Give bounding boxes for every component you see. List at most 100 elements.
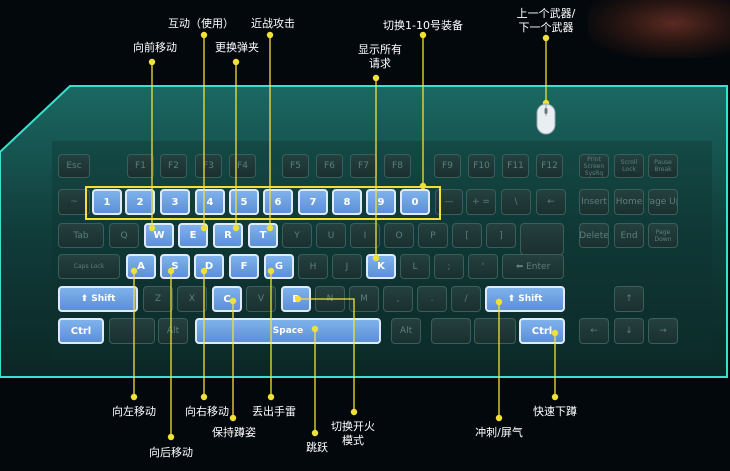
key-f1-0-1: F1 [127, 154, 154, 178]
key-p-2-10: P [418, 223, 448, 248]
key-f3-0-3: F3 [195, 154, 222, 178]
key-6-1-6: 6 [263, 189, 293, 215]
key-f11-0-11: F11 [502, 154, 529, 178]
key-5-1-5: 5 [229, 189, 259, 215]
key-f7-0-7: F7 [350, 154, 377, 178]
key-h-3-6: H [298, 254, 328, 279]
key-home-1-16: Home [614, 189, 644, 215]
key-f10-0-10: F10 [468, 154, 495, 178]
key-f5-0-5: F5 [282, 154, 309, 178]
label-grenade: 丢出手雷 [252, 405, 296, 418]
key-blank-1 [431, 318, 471, 344]
key-2-1-2: 2 [125, 189, 155, 215]
key-blank-0 [109, 318, 155, 344]
label-forward: 向前移动 [133, 41, 177, 54]
key-alt-5-3: Alt [391, 318, 421, 344]
key-insert-1-15: Insert [579, 189, 609, 215]
key-q-2-1: Q [109, 223, 139, 248]
key-o-2-9: O [384, 223, 414, 248]
key-page-up-1-17: Page Up [648, 189, 678, 215]
key--5-7: → [648, 318, 678, 344]
key-shift-4-0: ⬆ Shift [58, 286, 138, 312]
label-show-requests: 显示所有 请求 [358, 43, 402, 70]
key-alt-5-1: Alt [158, 318, 188, 344]
key--4-8: , [383, 286, 413, 312]
key-l-3-9: L [400, 254, 430, 279]
key-ctrl-5-4: Ctrl [519, 318, 565, 344]
key-space-5-2: Space [195, 318, 381, 344]
key-r-2-4: R [213, 223, 243, 248]
key--4-10: / [451, 286, 481, 312]
key-tab-2-0: Tab [58, 223, 104, 248]
key-caps-lock-3-0: Caps Lock [58, 254, 120, 279]
label-backward: 向后移动 [149, 446, 193, 459]
key-3-1-3: 3 [160, 189, 190, 215]
key--1-0: ~ [58, 189, 90, 215]
key--1-12: + = [466, 189, 496, 215]
key--5-5: ← [579, 318, 609, 344]
label-left: 向左移动 [112, 405, 156, 418]
mouse-icon [536, 103, 556, 135]
key-8-1-8: 8 [332, 189, 362, 215]
key-c-4-3: C [212, 286, 242, 312]
label-prev-next-weapon: 上一个武器/ 下一个武器 [516, 7, 576, 34]
label-melee: 近战攻击 [251, 17, 295, 30]
number-keys-highlight-box [85, 186, 441, 220]
key--4-9: . [417, 286, 447, 312]
key--1-14: ← [536, 189, 566, 215]
label-sprint: 冲刺/屏气 [475, 426, 523, 439]
key-f4-0-4: F4 [229, 154, 256, 178]
key-u-2-7: U [316, 223, 346, 248]
label-switch-gear: 切换1-10号装备 [383, 19, 463, 32]
key-scroll-lock-0-14: Scroll Lock [614, 154, 644, 178]
label-reload: 更换弹夹 [215, 41, 259, 54]
key-end-2-14: End [614, 223, 644, 248]
key-a-3-1: A [126, 254, 156, 279]
label-crouch-hold: 保持蹲姿 [212, 426, 256, 439]
key-f2-0-2: F2 [160, 154, 187, 178]
key-f8-0-8: F8 [384, 154, 411, 178]
key-g-3-5: G [264, 254, 294, 279]
label-right: 向右移动 [185, 405, 229, 418]
key--5-6: ↓ [614, 318, 644, 344]
key-e-2-3: E [178, 223, 208, 248]
label-fire-mode: 切换开火 模式 [331, 420, 375, 447]
key-z-4-1: Z [143, 286, 173, 312]
key-n-4-6: N [315, 286, 345, 312]
key-i-2-8: I [350, 223, 380, 248]
key-print-screen-sysrq-0-13: Print Screen SysRq [579, 154, 609, 178]
label-interact: 互动（使用） [168, 17, 234, 30]
key-k-3-8: K [366, 254, 396, 279]
key-9-1-9: 9 [366, 189, 396, 215]
key-shift-4-11: ⬆ Shift [485, 286, 565, 312]
key-f9-0-9: F9 [434, 154, 461, 178]
key-pause-break-0-15: Pause Break [648, 154, 678, 178]
key--3-10: ; [434, 254, 464, 279]
key-y-2-6: Y [282, 223, 312, 248]
key-w-2-2: W [144, 223, 174, 248]
key-v-4-4: V [246, 286, 276, 312]
label-quick-crouch: 快速下蹲 [533, 405, 577, 418]
character-artwork [588, 0, 730, 58]
key-x-4-2: X [177, 286, 207, 312]
key--3-11: ' [468, 254, 498, 279]
key-esc-0-0: Esc [58, 154, 90, 178]
key-ctrl-5-0: Ctrl [58, 318, 104, 344]
key-enter-upper [520, 223, 564, 255]
key-m-4-7: M [349, 286, 379, 312]
key--4-12: ↑ [614, 286, 644, 312]
key-f-3-4: F [229, 254, 259, 279]
key-t-2-5: T [248, 223, 278, 248]
key-f12-0-12: F12 [536, 154, 563, 178]
key--2-12: ] [486, 223, 516, 248]
key-d-3-3: D [194, 254, 224, 279]
key-delete-2-13: Delete [579, 223, 609, 248]
key-enter-3-12: ⬅ Enter [502, 254, 564, 279]
key-s-3-2: S [160, 254, 190, 279]
key-j-3-7: J [332, 254, 362, 279]
key-b-4-5: B [281, 286, 311, 312]
key-f6-0-6: F6 [316, 154, 343, 178]
key--1-13: \ [501, 189, 531, 215]
key-0-1-10: 0 [400, 189, 430, 215]
